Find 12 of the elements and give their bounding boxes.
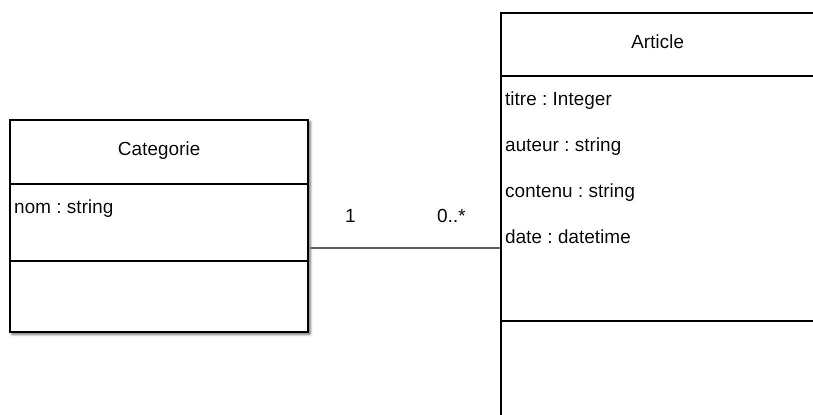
attribute-text: contenu : string: [505, 181, 635, 203]
class-name: Article: [630, 32, 685, 54]
attribute-text: auteur : string: [505, 135, 622, 157]
multiplicity-label: 0..*: [437, 206, 466, 228]
association-line: [309, 247, 500, 249]
class-name: Categorie: [116, 139, 202, 161]
class-box: [500, 12, 813, 415]
attribute-text: nom : string: [14, 197, 114, 219]
class-box: [9, 119, 309, 333]
attribute-text: titre : Integer: [505, 89, 612, 111]
attribute-text: date : datetime: [505, 227, 631, 249]
multiplicity-label: 1: [345, 206, 356, 228]
